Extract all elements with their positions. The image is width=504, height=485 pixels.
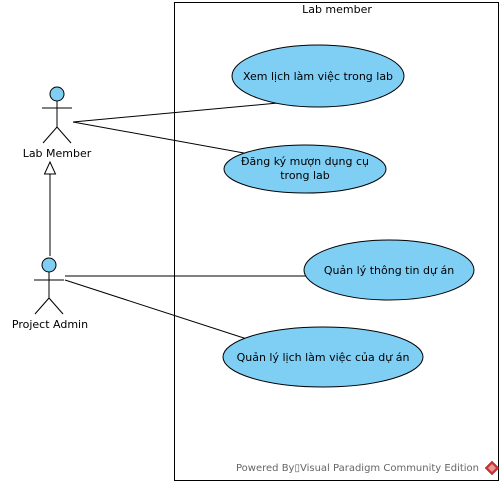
system-title: Lab member — [302, 3, 372, 16]
use-case-ellipse — [303, 239, 475, 301]
actor-head — [49, 86, 65, 102]
actor-leg-right — [56, 126, 72, 144]
use-case-label-line1: Đăng ký mượn dụng cụ — [241, 155, 369, 168]
actor-project-admin[interactable]: Project Admin — [12, 257, 88, 331]
association-labmember-uc1 — [72, 102, 279, 123]
use-case-xem-lich[interactable]: Xem lịch làm việc trong lab — [231, 44, 405, 108]
use-case-label: Quản lý lịch làm việc của dự án — [237, 351, 410, 364]
system-boundary — [174, 2, 499, 481]
actor-label-project-admin: Project Admin — [12, 318, 88, 331]
association-labmember-uc2 — [72, 121, 256, 156]
actor-leg-right — [48, 297, 64, 315]
use-case-dang-ky[interactable]: Đăng ký mượn dụng cụ trong lab — [223, 144, 387, 194]
actor-leg-left — [34, 297, 50, 315]
use-case-label: Quản lý thông tin dự án — [324, 264, 454, 277]
actor-leg-left — [42, 126, 58, 144]
use-case-quan-ly-thong-tin[interactable]: Quản lý thông tin dự án — [303, 239, 475, 301]
actor-head — [41, 257, 57, 273]
use-case-quan-ly-lich[interactable]: Quản lý lịch làm việc của dự án — [222, 326, 424, 388]
use-case-ellipse — [231, 44, 405, 108]
visual-paradigm-logo-icon — [484, 460, 500, 476]
use-case-label: Xem lịch làm việc trong lab — [243, 70, 393, 83]
actor-label-lab-member: Lab Member — [23, 147, 92, 160]
watermark-text: Powered By▯Visual Paradigm Community Edi… — [236, 463, 479, 474]
generalization-arrowhead — [43, 160, 57, 175]
use-case-label-line2: trong lab — [280, 169, 330, 182]
use-case-ellipse — [222, 326, 424, 388]
actor-lab-member[interactable]: Lab Member — [23, 86, 92, 160]
association-projectadmin-uc4 — [64, 279, 251, 341]
use-case-ellipse — [223, 144, 387, 194]
